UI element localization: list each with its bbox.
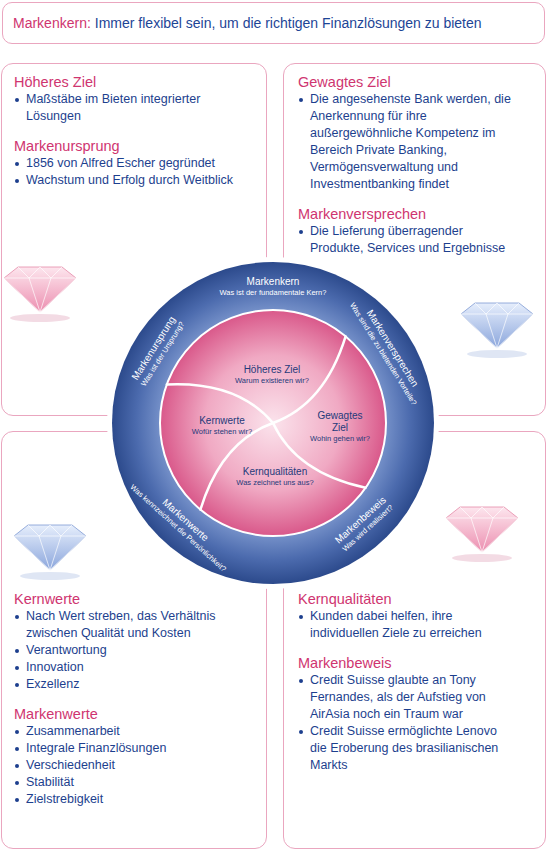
segment-question: Was zeichnet uns aus? [225,478,325,488]
quadrant-box: Höheres ZielMaßstäbe im Bieten integrier… [1,63,267,416]
bullet-item: Zusammenarbeit [14,723,249,740]
bullet-item: Die Lieferung überragender Produkte, Ser… [298,223,513,257]
bullet-item: Credit Suisse glaubte an Tony Fernandes,… [298,672,513,723]
bullet-item: Wachstum und Erfolg durch Weitblick [14,172,249,189]
section-heading: Gewagtes Ziel [298,73,513,91]
bullet-item: Verantwortung [14,642,249,659]
bullet-item: 1856 von Alfred Escher gegründet [14,155,249,172]
segment-title: Kernwerte [182,415,262,427]
section-heading: Markenwerte [14,705,249,723]
segment-title: Gewagtes Ziel [315,410,365,434]
bullet-item: Die angesehenste Bank werden, die Anerke… [298,91,513,193]
section-heading: Markenursprung [14,137,249,155]
header-band: Markenkern:Immer flexibel sein, um die r… [2,2,545,44]
segment-question: Warum existieren wir? [222,376,322,386]
bullet-item: Integrale Finanzlösungen [14,740,249,757]
bullet-item: Zielstrebigkeit [14,791,249,808]
section-heading: Markenbeweis [298,654,513,672]
segment-title: Markenkern [183,276,363,288]
bullet-item: Exzellenz [14,676,249,693]
section-heading: Kernqualitäten [298,590,513,608]
section-heading: Höheres Ziel [14,73,249,91]
banner-label: Markenkern: [13,15,91,31]
segment-question: Wofür stehen wir? [182,427,262,437]
swirl-segment: KernqualitätenWas zeichnet uns aus? [225,466,325,488]
section-heading: Kernwerte [14,590,249,608]
bullet-item: Kunden dabei helfen, ihre individuellen … [298,608,513,642]
bullet-item: Maßstäbe im Bieten integrierter Lösungen [14,91,249,125]
bullet-item: Stabilität [14,774,249,791]
banner-text: Immer flexibel sein, um die richtigen Fi… [95,15,482,31]
ring-segment: MarkenkernWas ist der fundamentale Kern? [183,276,363,298]
section-heading: Markenversprechen [298,205,513,223]
quadrant-box: KernqualitätenKunden dabei helfen, ihre … [283,431,546,849]
bullet-item: Nach Wert streben, das Verhältnis zwisch… [14,608,249,642]
bullet-item: Credit Suisse ermöglichte Lenovo die Ero… [298,723,513,774]
bullet-item: Verschiedenheit [14,757,249,774]
swirl-segment: Gewagtes ZielWohin gehen wir? [300,410,380,444]
segment-title: Höheres Ziel [222,364,322,376]
segment-title: Kernqualitäten [225,466,325,478]
segment-question: Wohin gehen wir? [300,434,380,444]
bullet-item: Innovation [14,659,249,676]
swirl-segment: KernwerteWofür stehen wir? [182,415,262,437]
quadrant-box: Gewagtes ZielDie angesehenste Bank werde… [283,63,546,416]
segment-question: Was ist der fundamentale Kern? [183,288,363,298]
swirl-segment: Höheres ZielWarum existieren wir? [222,364,322,386]
